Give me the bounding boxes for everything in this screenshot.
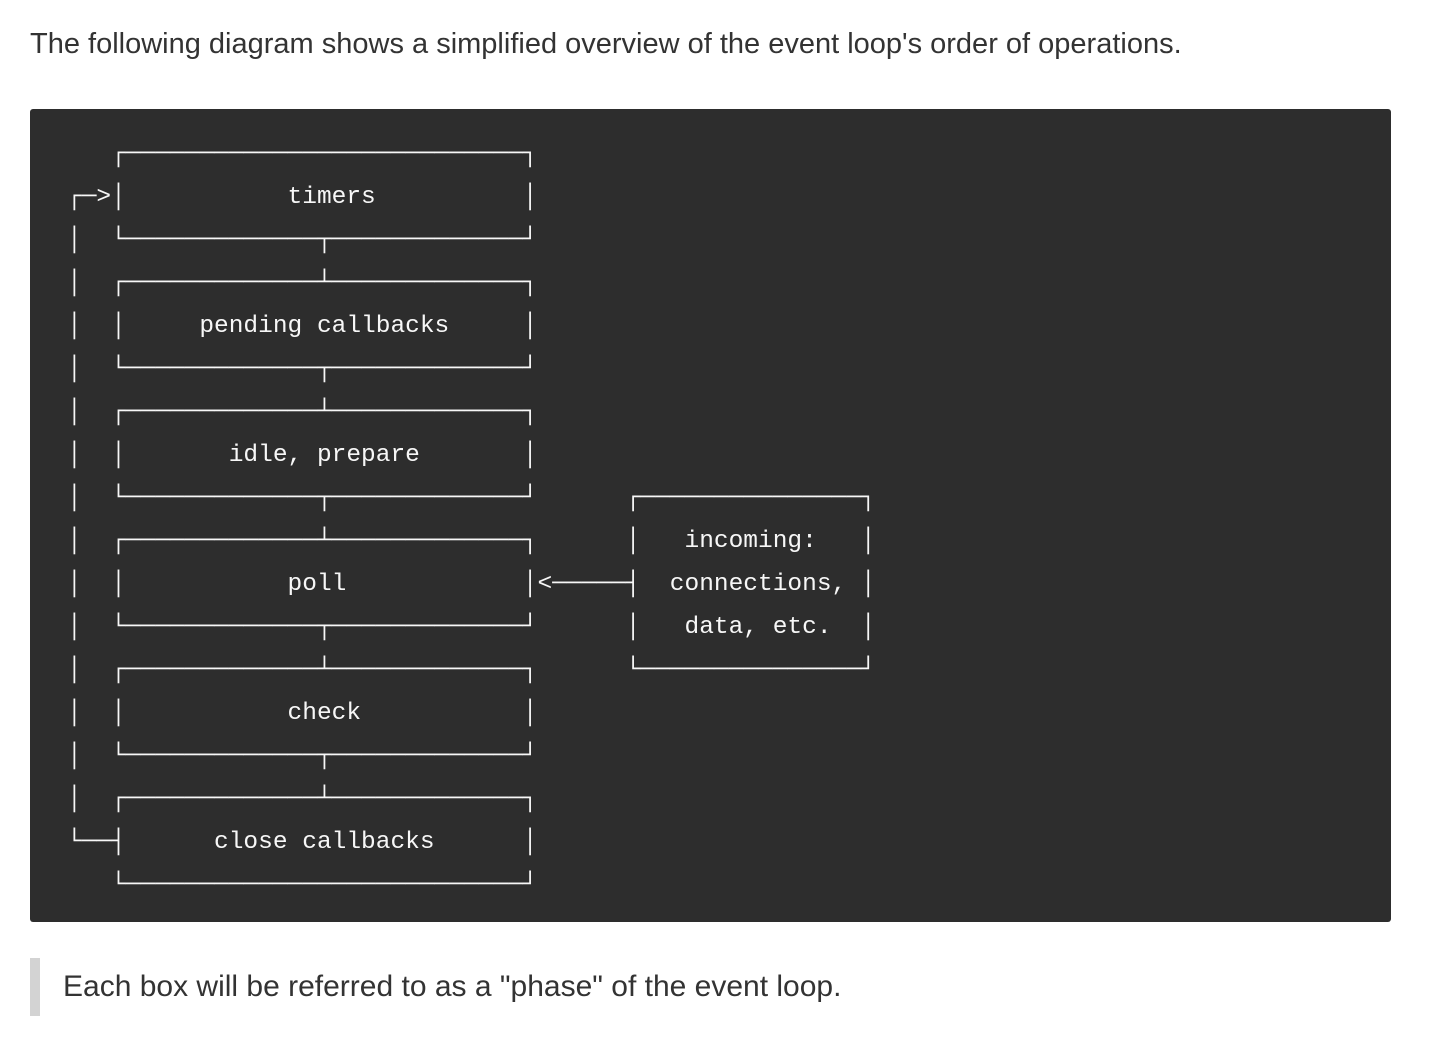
intro-text: The following diagram shows a simplified… — [30, 28, 1182, 60]
page-content: The following diagram shows a simplified… — [30, 28, 1391, 1016]
event-loop-ascii-diagram: ┌───────────────────────────┐ ┌─>│ timer… — [30, 109, 1391, 922]
phase-note-text: Each box will be referred to as a "phase… — [63, 970, 842, 1003]
phase-note-blockquote: Each box will be referred to as a "phase… — [30, 958, 1391, 1016]
